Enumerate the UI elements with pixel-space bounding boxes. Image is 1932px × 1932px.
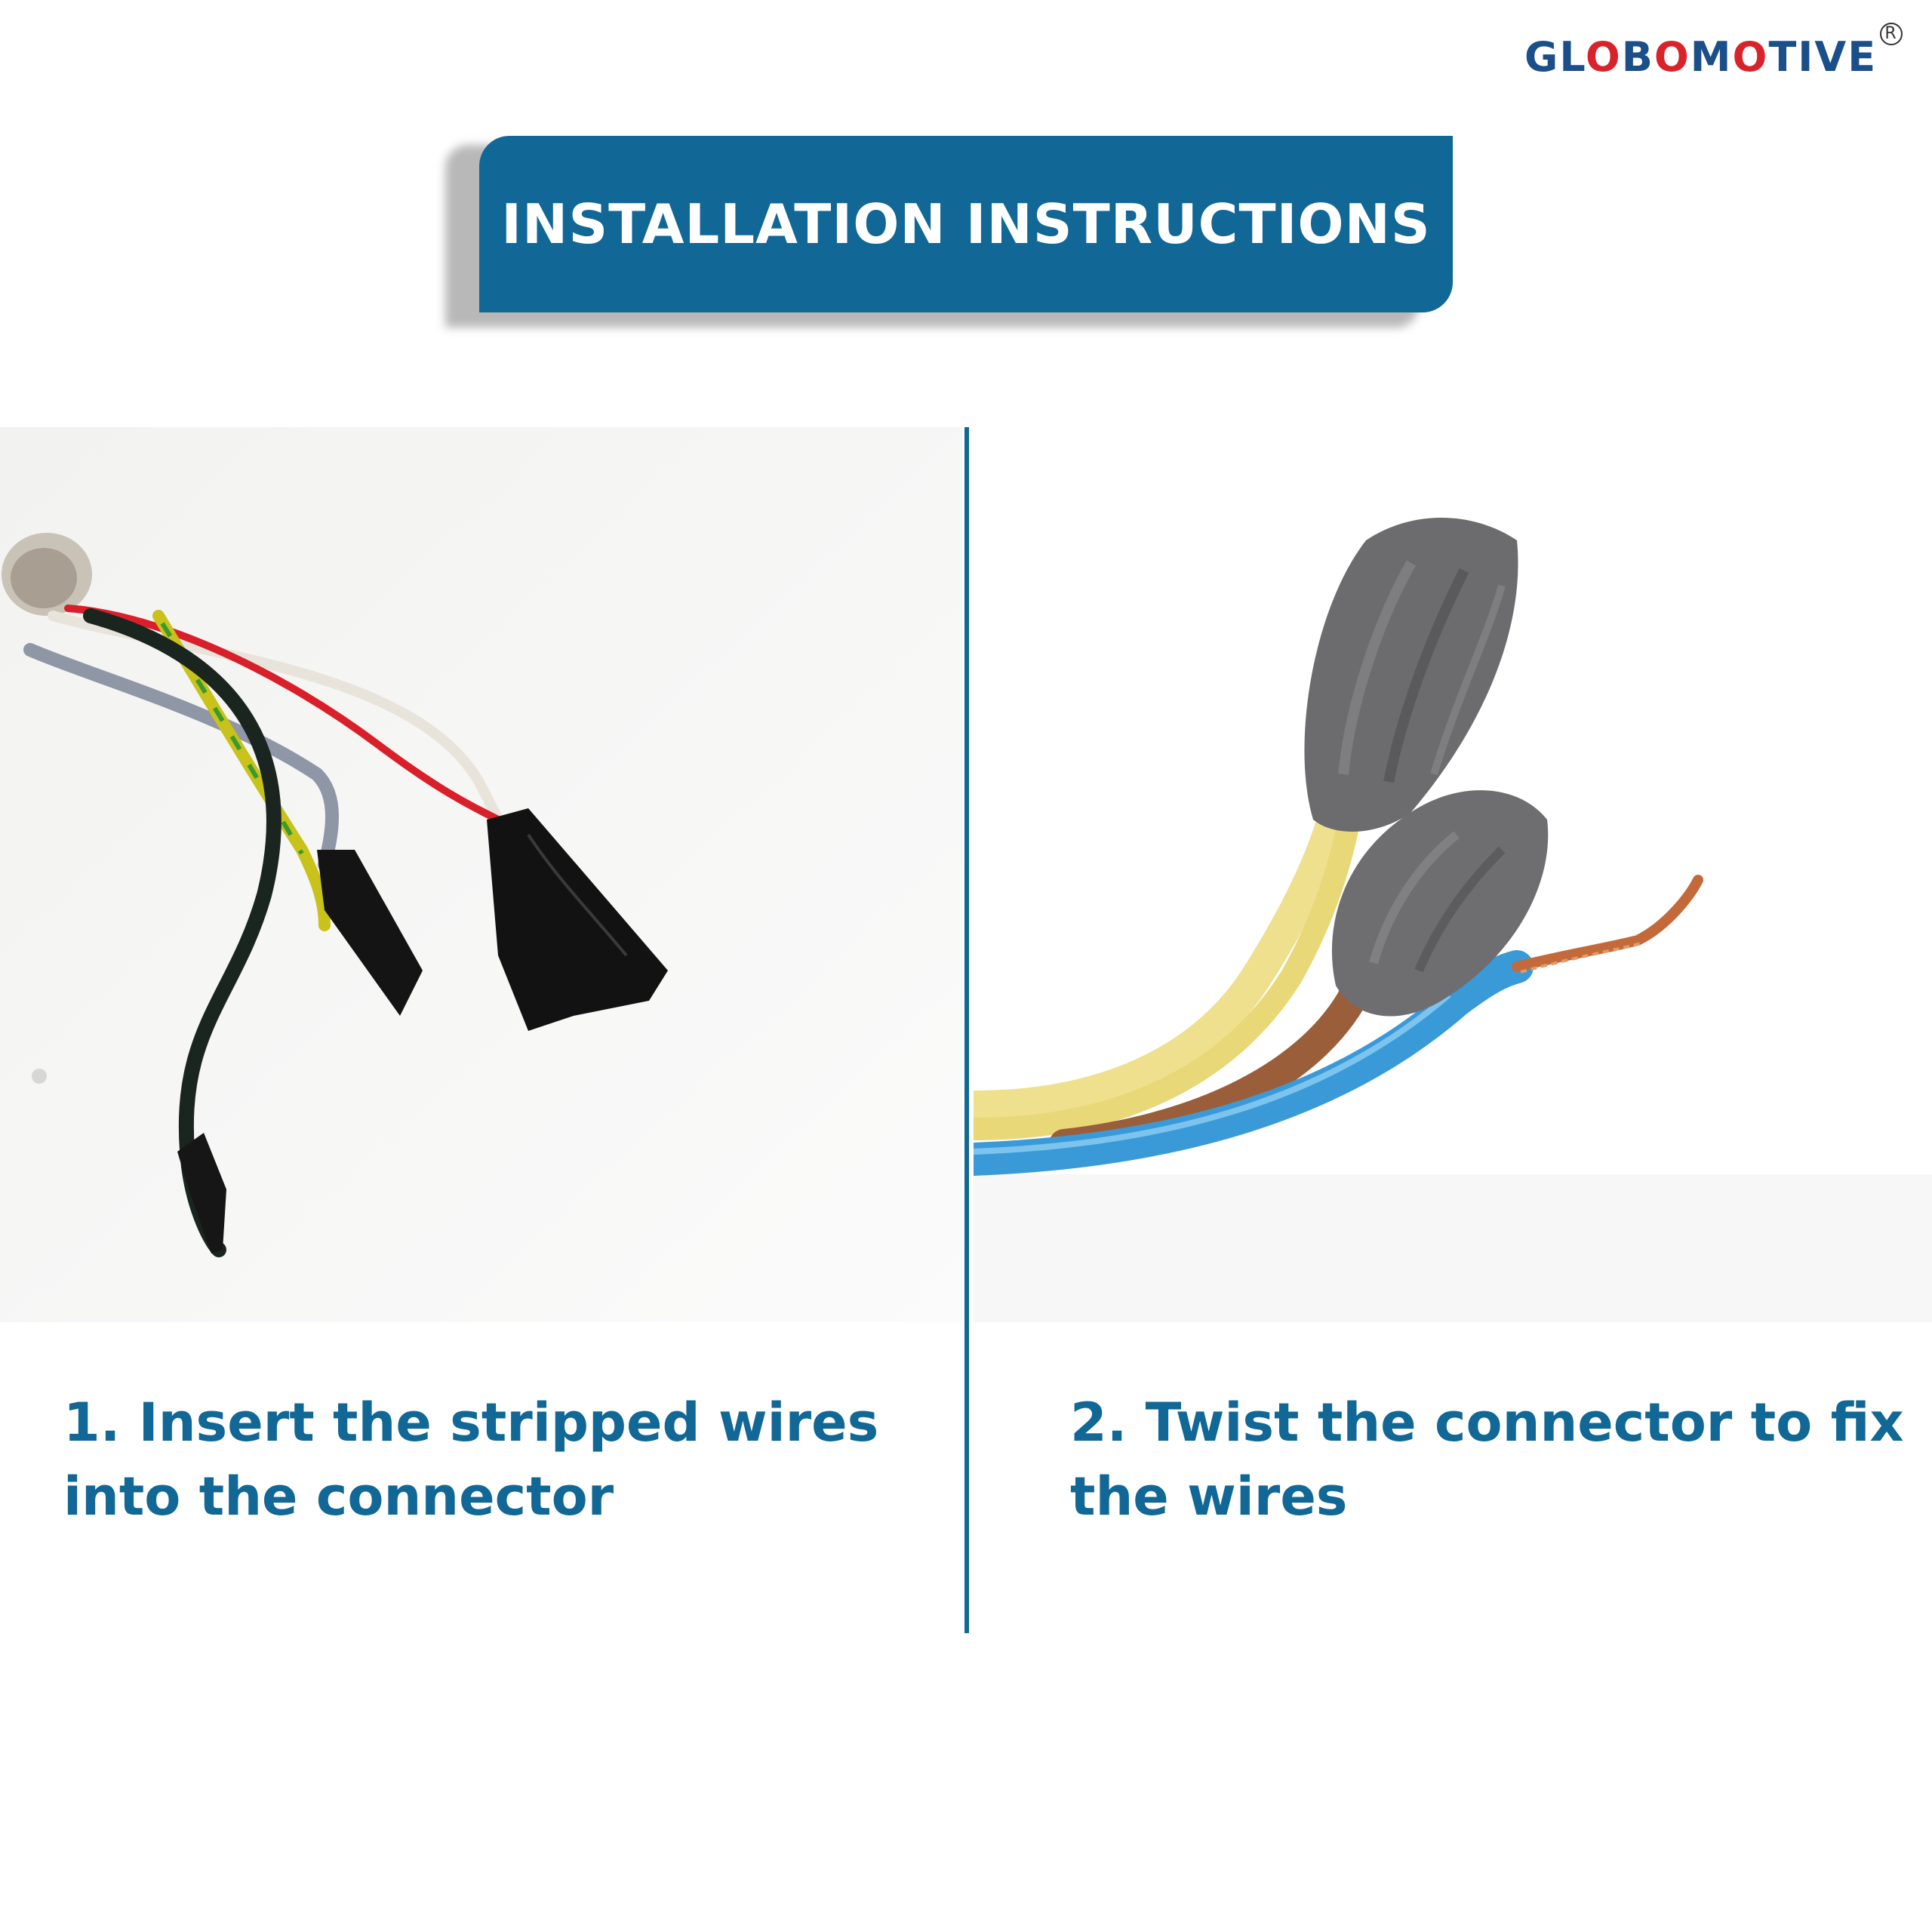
- wire-connectors-photo: [974, 427, 1932, 1322]
- registered-mark: R: [1880, 23, 1903, 45]
- step-divider: [964, 427, 969, 1633]
- title-banner: INSTALLATION INSTRUCTIONS: [479, 136, 1453, 312]
- wire-connector-1: [1304, 518, 1518, 832]
- step-1-image: [0, 427, 962, 1322]
- page-title: INSTALLATION INSTRUCTIONS: [501, 192, 1431, 256]
- step-2-caption: 2. Twist the connector to fix the wires: [1070, 1392, 1904, 1527]
- logo-text: GLOBOMOTIVE: [1524, 32, 1878, 81]
- wires-taped-photo: [0, 427, 962, 1322]
- step-1-caption: 1. Insert the stripped wires into the co…: [63, 1392, 879, 1527]
- step-2-image: [974, 427, 1932, 1322]
- wire-connector-2: [1331, 790, 1549, 1017]
- brand-logo: GLOBOMOTIVE R: [1524, 23, 1903, 83]
